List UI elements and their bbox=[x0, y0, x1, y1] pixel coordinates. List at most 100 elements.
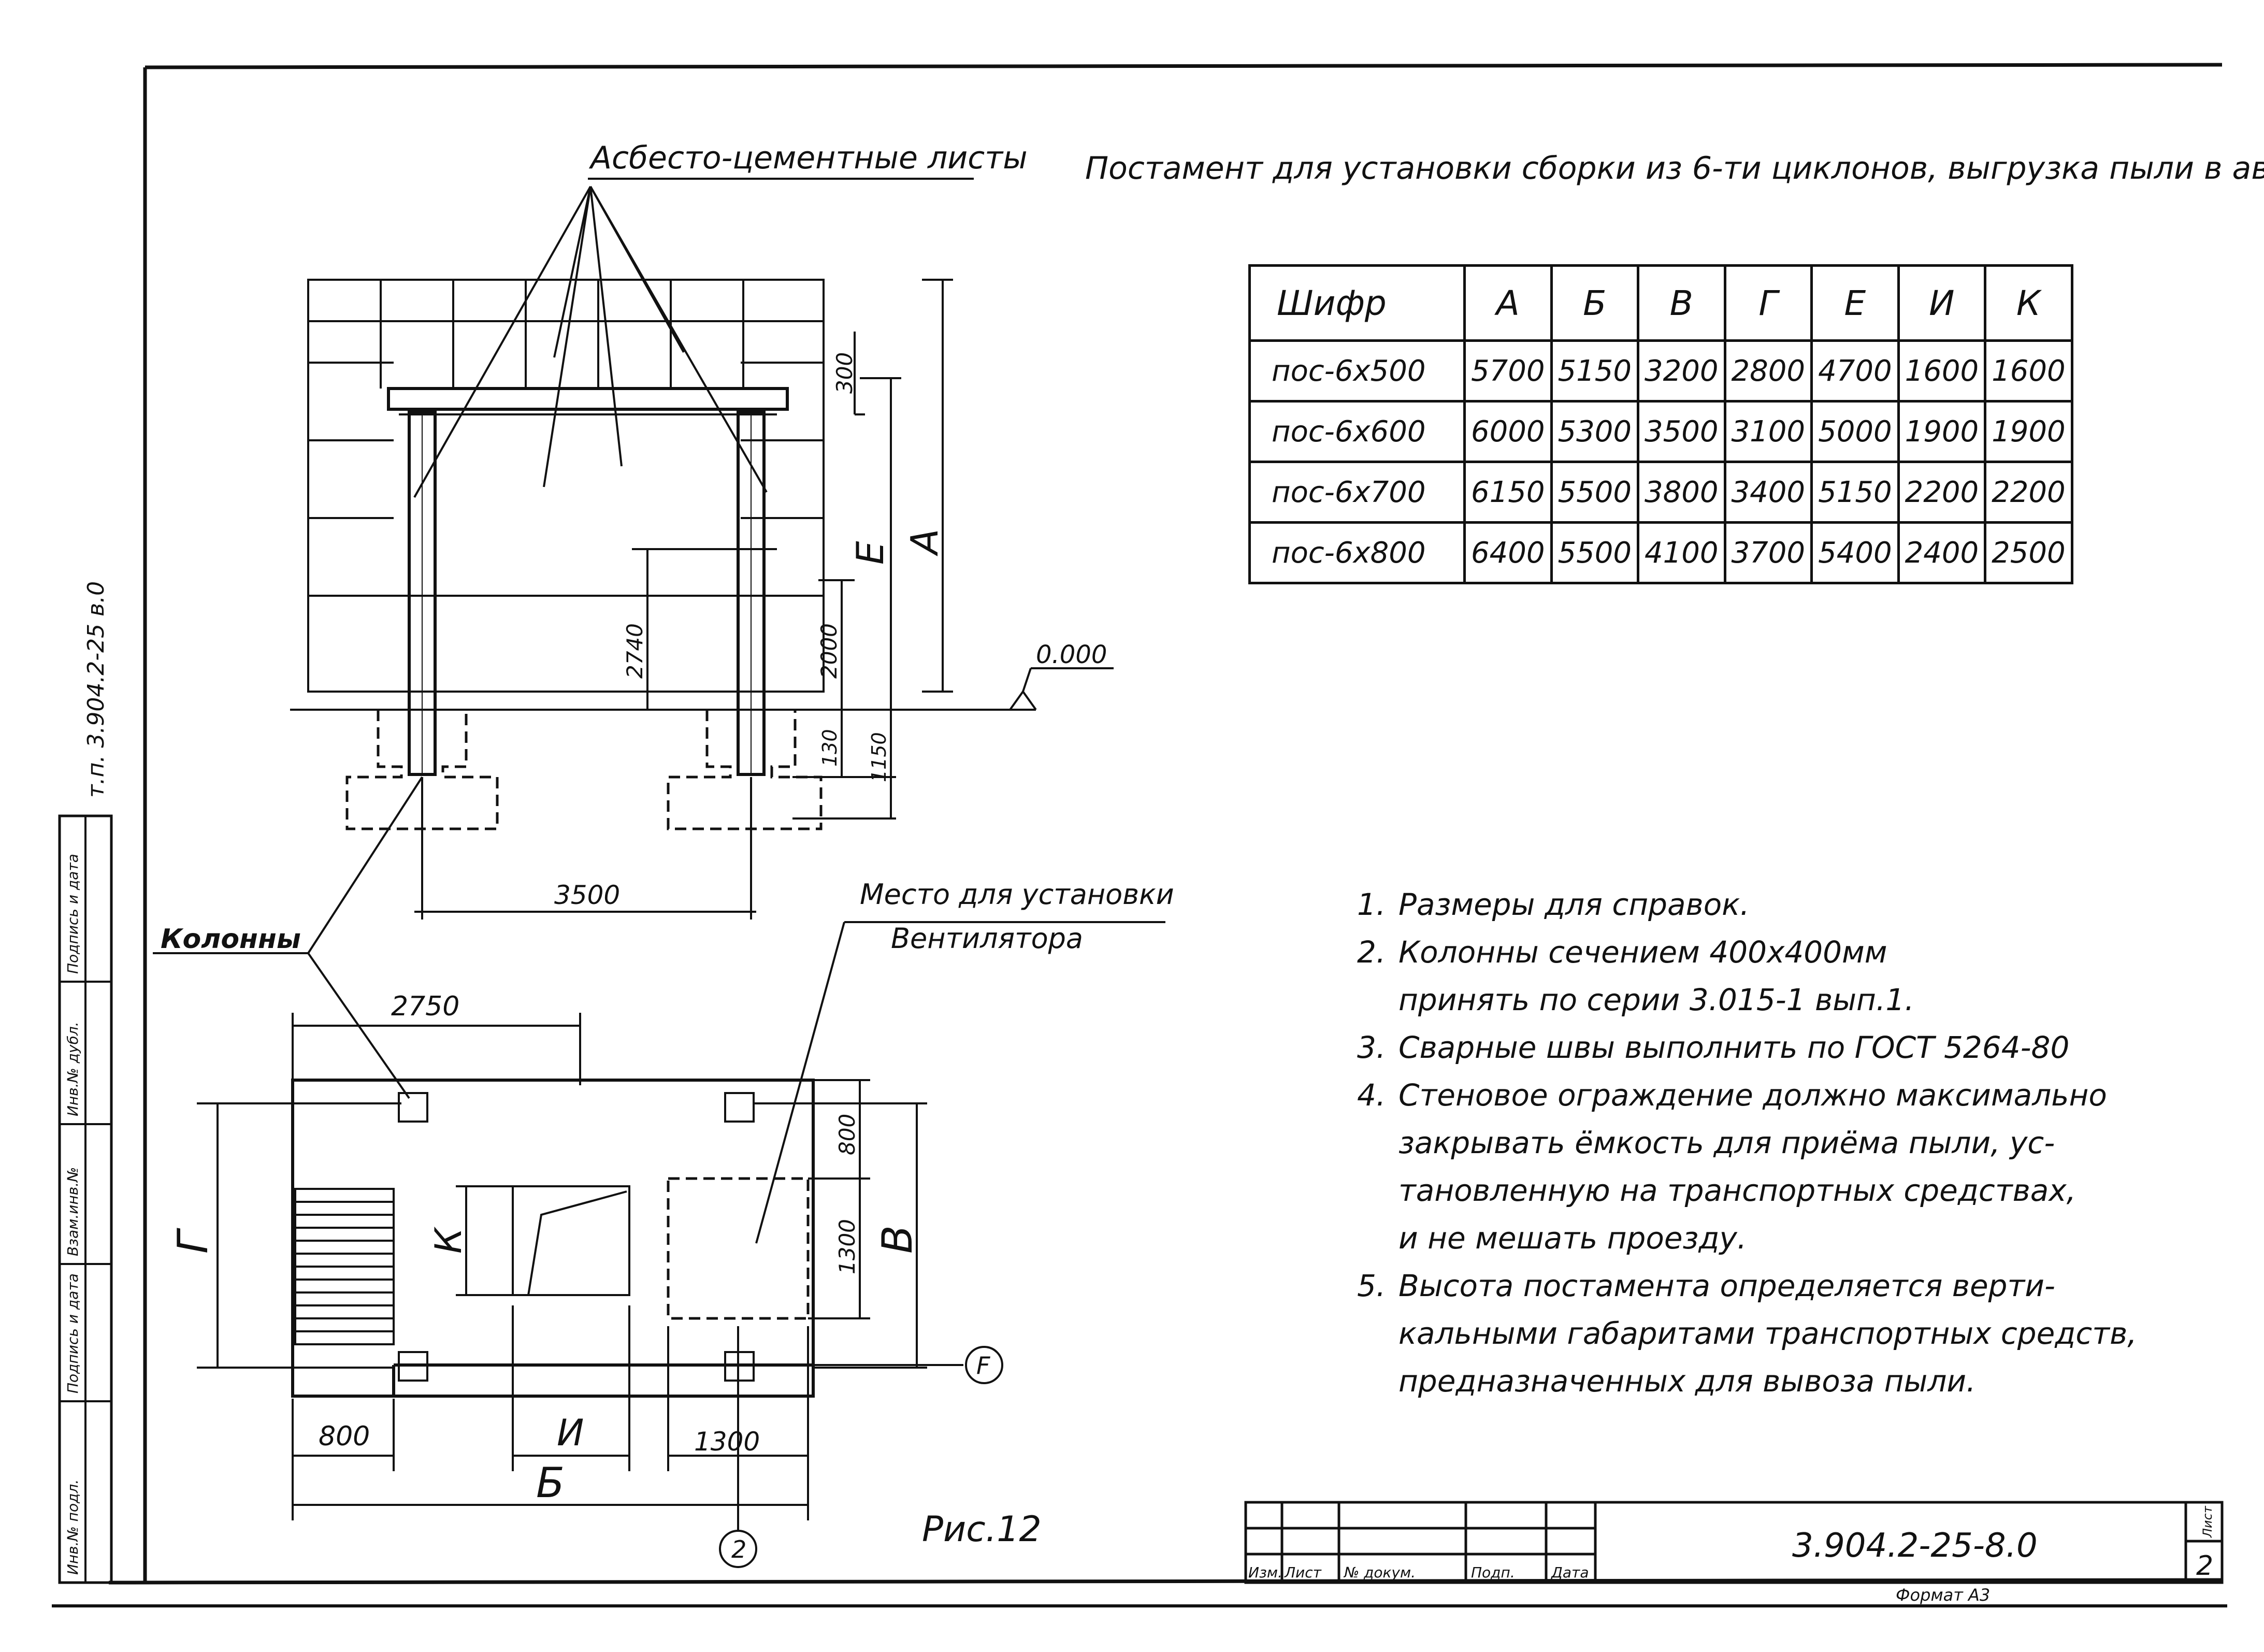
table-cell: 3500 bbox=[1637, 400, 1726, 463]
table-cell: 5500 bbox=[1550, 521, 1640, 584]
table-cell: 2500 bbox=[1984, 521, 2073, 584]
note-line: принять по серии 3.015-1 вып.1. bbox=[1398, 982, 1914, 1017]
dim-V: В bbox=[873, 1225, 921, 1254]
table-cell: 6400 bbox=[1463, 521, 1553, 584]
table-cell: 3100 bbox=[1723, 400, 1813, 463]
label-fan-place-1: Место для установки bbox=[860, 878, 1174, 911]
table-cell: 5500 bbox=[1550, 461, 1640, 524]
col-header: Шифр bbox=[1248, 264, 1466, 342]
table-cell: 3700 bbox=[1723, 521, 1813, 584]
plan-dimensions: 2750 Г К 800 1300 В 800 И 1300 Б F 2 Кол… bbox=[161, 878, 1174, 1563]
table-cell: 5150 bbox=[1550, 339, 1640, 403]
table-row: пос-6х800 6400 5500 4100 3700 5400 2400 … bbox=[1248, 521, 2073, 584]
col-header: А bbox=[1463, 264, 1553, 342]
side-stamp: т.п. 3.904.2-25 в.0 Подпись и дата Инв.№… bbox=[64, 581, 109, 1575]
label-columns: Колонны bbox=[161, 924, 301, 955]
table-row: пос-6х600 6000 5300 3500 3100 5000 1900 … bbox=[1248, 400, 2073, 463]
note-item: 1. Размеры для справок. bbox=[1357, 881, 2137, 928]
table-cell: пос-6х700 bbox=[1248, 461, 1466, 524]
table-cell: 2800 bbox=[1723, 339, 1813, 403]
table-cell: 5000 bbox=[1810, 400, 1900, 463]
tb-col-doc: № докум. bbox=[1343, 1564, 1416, 1581]
note-number: 5. bbox=[1357, 1268, 1386, 1303]
table-cell: 5700 bbox=[1463, 339, 1553, 403]
table-cell: 1600 bbox=[1897, 339, 1987, 403]
dim-K: К bbox=[427, 1226, 470, 1254]
figure-caption: Рис.12 bbox=[922, 1509, 1042, 1550]
axis-2: 2 bbox=[731, 1535, 746, 1563]
col-header: В bbox=[1637, 264, 1726, 342]
side-stamp-cell: Подпись и дата bbox=[64, 854, 81, 974]
dim-300: 300 bbox=[832, 352, 857, 394]
spec-table: Шифр А Б В Г Е И К пос-6х500 5700 5150 3… bbox=[1248, 264, 2073, 584]
table-cell: 3800 bbox=[1637, 461, 1726, 524]
table-cell: 2200 bbox=[1897, 461, 1987, 524]
plan-view bbox=[153, 776, 1165, 1568]
dim-1300: 1300 bbox=[694, 1427, 760, 1457]
sheet-number: 2 bbox=[2196, 1550, 2213, 1582]
note-line: кальными габаритами транспортных средств… bbox=[1398, 1316, 2137, 1351]
table-cell: 1900 bbox=[1984, 400, 2073, 463]
elevation-view bbox=[290, 178, 1114, 920]
side-stamp-cell: Взам.инв.№ bbox=[64, 1167, 81, 1256]
table-cell: 1600 bbox=[1984, 339, 2073, 403]
note-line: Высота постамента определяется верти- bbox=[1398, 1268, 2055, 1303]
table-cell: 4700 bbox=[1810, 339, 1900, 403]
dim-B: Б bbox=[536, 1459, 565, 1507]
note-item: 2. Колонны сечением 400х400мм принять по… bbox=[1357, 928, 2137, 1024]
note-line: Стеновое ограждение должно максимально bbox=[1398, 1078, 2107, 1113]
elevation-dimensions: 300 Е А 2740 2000 130 1150 0.000 3500 Ас… bbox=[554, 140, 1107, 910]
note-item: 5. Высота постамента определяется верти-… bbox=[1357, 1262, 2137, 1405]
table-cell: пос-6х500 bbox=[1248, 339, 1466, 403]
note-line: Сварные швы выполнить по ГОСТ 5264-80 bbox=[1398, 1030, 2070, 1065]
table-cell: пос-6х600 bbox=[1248, 400, 1466, 463]
tb-col-list: Лист bbox=[1284, 1564, 1322, 1581]
table-cell: 3200 bbox=[1637, 339, 1726, 403]
table-cell: 5400 bbox=[1810, 521, 1900, 584]
dim-1150: 1150 bbox=[868, 732, 890, 782]
format-label: Формат А3 bbox=[1896, 1585, 1990, 1605]
title-block-text: Изм. Лист № докум. Подп. Дата 3.904.2-25… bbox=[1248, 1505, 2215, 1605]
table-cell: 6000 bbox=[1463, 400, 1553, 463]
dim-2750: 2750 bbox=[391, 991, 459, 1022]
table-cell: 6150 bbox=[1463, 461, 1553, 524]
tb-col-sign: Подп. bbox=[1471, 1564, 1515, 1581]
dim-I: И bbox=[557, 1412, 584, 1454]
table-cell: пос-6х800 bbox=[1248, 521, 1466, 584]
dim-3500: 3500 bbox=[554, 880, 620, 910]
note-number: 3. bbox=[1357, 1030, 1386, 1065]
note-item: 3. Сварные швы выполнить по ГОСТ 5264-80 bbox=[1357, 1024, 2137, 1071]
dim-800-top: 800 bbox=[834, 1114, 860, 1155]
tb-col-date: Дата bbox=[1550, 1564, 1589, 1581]
table-row: пос-6х700 6150 5500 3800 3400 5150 2200 … bbox=[1248, 461, 2073, 524]
table-row: пос-6х500 5700 5150 3200 2800 4700 1600 … bbox=[1248, 339, 2073, 403]
label-fan-place-2: Вентилятора bbox=[891, 922, 1083, 955]
notes-block: 1. Размеры для справок. 2. Колонны сечен… bbox=[1357, 881, 2137, 1405]
label-asbestos-sheets: Асбесто-цементные листы bbox=[588, 140, 1028, 176]
dim-2740: 2740 bbox=[622, 623, 647, 679]
side-stamp-cell: Инв.№ подл. bbox=[64, 1479, 81, 1575]
side-stamp-cell: Подпись и дата bbox=[64, 1273, 81, 1394]
note-line: закрывать ёмкость для приёма пыли, ус- bbox=[1398, 1125, 2055, 1160]
dim-800: 800 bbox=[319, 1421, 370, 1452]
side-stamp-cell: Инв.№ дубл. bbox=[64, 1022, 81, 1116]
level-mark: 0.000 bbox=[1036, 640, 1107, 669]
col-header: И bbox=[1897, 264, 1987, 342]
note-number: 2. bbox=[1357, 935, 1386, 970]
table-cell: 2400 bbox=[1897, 521, 1987, 584]
note-line: предназначенных для вывоза пыли. bbox=[1398, 1363, 1976, 1399]
sheet-label: Лист bbox=[2200, 1505, 2215, 1538]
note-line: и не мешать проезду. bbox=[1398, 1220, 1747, 1256]
table-cell: 1900 bbox=[1897, 400, 1987, 463]
dim-130: 130 bbox=[818, 729, 841, 767]
dim-A: А bbox=[903, 529, 946, 556]
note-line: Размеры для справок. bbox=[1398, 887, 1750, 922]
table-cell: 5300 bbox=[1550, 400, 1640, 463]
dim-G: Г bbox=[169, 1228, 217, 1254]
dim-1300-v: 1300 bbox=[834, 1219, 860, 1274]
note-item: 4. Стеновое ограждение должно максимальн… bbox=[1357, 1071, 2137, 1262]
table-cell: 5150 bbox=[1810, 461, 1900, 524]
sheet-frame bbox=[52, 63, 2227, 1607]
drawing-title: Постамент для установки сборки из 6-ти ц… bbox=[1085, 150, 2264, 186]
